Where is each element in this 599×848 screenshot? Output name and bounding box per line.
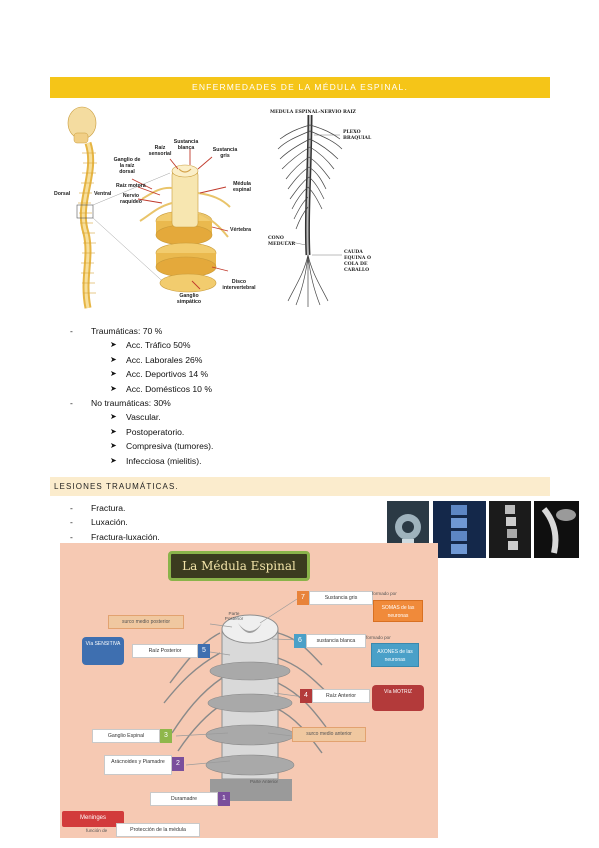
sustancia-blanca-box: sustancia blanca <box>306 634 366 648</box>
arrow-bullet-icon: ➤ <box>110 383 117 393</box>
label-ganglio-raiz-dorsal: Ganglio de la raíz dorsal <box>113 157 141 175</box>
arrow-bullet-icon: ➤ <box>110 412 117 422</box>
somas-box: SOMAS de las neuronas <box>373 600 423 622</box>
arrow-bullet-icon: ➤ <box>110 441 117 451</box>
label-cono-medular: CONO MEDULAR <box>268 236 296 247</box>
list-item: ➤ Vascular. <box>70 410 370 424</box>
number-badge-2: 2 <box>172 757 184 771</box>
list-item: - Luxación. <box>70 515 270 529</box>
list-item: - Fractura. <box>70 501 270 515</box>
proteccion-box: Protección de la médula <box>116 823 200 837</box>
lesiones-list: - Fractura. - Luxación. - Fractura-luxac… <box>70 501 270 544</box>
surco-medio-posterior-box: surco medio posterior <box>108 615 184 629</box>
list-item: - Fractura-luxación. <box>70 530 270 544</box>
spinal-nerves-illustration <box>277 114 343 307</box>
number-badge-1: 1 <box>218 792 230 806</box>
section-banner-enfermedades: ENFERMEDADES DE LA MÉDULA ESPINAL. <box>50 77 550 98</box>
list-item-domesticos: Acc. Domésticos 10 % <box>126 383 212 394</box>
list-item: - No traumáticas: 30% <box>70 396 370 410</box>
list-item-deportivos: Acc. Deportivos 14 % <box>126 369 209 380</box>
ganglio-espinal-box: Ganglio Espinal <box>92 729 160 743</box>
list-item-fractura: Fractura. <box>91 503 126 513</box>
label-medula-nervio-raiz: MEDULA ESPINAL-NERVIO RAIZ <box>270 110 356 115</box>
label-vertebra: Vértebra <box>230 227 252 233</box>
label-dorsal: Dorsal <box>54 191 71 197</box>
label-nervio-raquideo: Nervio raquídeo <box>120 193 142 205</box>
number-badge-6: 6 <box>294 634 306 648</box>
list-item: ➤ Acc. Deportivos 14 % <box>70 367 370 381</box>
number-badge-7: 7 <box>297 591 309 605</box>
duramadre-box: Duramadre <box>150 792 218 806</box>
arrow-bullet-icon: ➤ <box>110 369 117 379</box>
label-parte-posterior: Parte Posterior <box>224 611 244 621</box>
list-item-infecciosa: Infecciosa (mielitis). <box>126 455 202 466</box>
label-raiz-sensorial: Raíz sensorial <box>148 145 172 157</box>
sustancia-gris-box: Sustancia gris <box>309 591 373 605</box>
spinal-anatomy-illustration <box>67 106 231 309</box>
list-item: - Traumáticas: 70 % <box>70 324 370 338</box>
label-medula-espinal: Médula espinal <box>233 181 251 193</box>
list-item-traumaticas: Traumáticas: 70 % <box>91 326 163 336</box>
label-sustancia-blanca: Sustancia blanca <box>173 139 199 151</box>
label-cauda-equina: CAUDA EQUINA O COLA DE CABALLO <box>344 250 372 273</box>
xray-image-3 <box>489 501 531 558</box>
label-parte-anterior: Parte Anterior <box>249 779 279 784</box>
causes-list: - Traumáticas: 70 % ➤ Acc. Tráfico 50% ➤… <box>70 324 370 468</box>
list-item-trafico: Acc. Tráfico 50% <box>126 340 191 351</box>
arrow-bullet-icon: ➤ <box>110 340 117 350</box>
aracnoides-box: Arácnoides y Piamadre <box>104 755 172 775</box>
number-badge-5: 5 <box>198 644 210 658</box>
spinal-cord-anatomy-figure: Sustancia blanca Raíz sensorial Sustanci… <box>52 103 264 313</box>
list-item: ➤ Compresiva (tumores). <box>70 439 370 453</box>
label-formado-por-1: formado por <box>372 591 397 596</box>
list-item: ➤ Acc. Domésticos 10 % <box>70 382 370 396</box>
xray-image-4 <box>534 501 579 558</box>
list-item-postoperatorio: Postoperatorio. <box>126 426 185 437</box>
list-item-fractura-luxacion: Fractura-luxación. <box>91 531 160 542</box>
list-item: ➤ Postoperatorio. <box>70 425 370 439</box>
via-motriz-box: Vía MOTRIZ <box>372 685 424 711</box>
axones-box: AXONES de las neuronas <box>371 643 419 667</box>
label-ganglio-simpatico: Ganglio simpático <box>176 293 202 305</box>
infographic-medula-espinal: La Médula Espinal <box>60 543 438 838</box>
section-banner-lesiones: LESIONES TRAUMÁTICAS. <box>50 477 550 496</box>
raiz-posterior-box: Raíz Posterior <box>132 644 198 658</box>
arrow-bullet-icon: ➤ <box>110 455 117 465</box>
list-item: ➤ Acc. Tráfico 50% <box>70 338 370 352</box>
label-funcion-de: función de <box>86 828 108 833</box>
list-item-laborales: Acc. Laborales 26% <box>126 354 203 365</box>
number-badge-3: 3 <box>160 729 172 743</box>
arrow-bullet-icon: ➤ <box>110 426 117 436</box>
cord-cross-section-illustration <box>163 598 331 801</box>
list-item-vascular: Vascular. <box>126 412 161 423</box>
list-item-luxacion: Luxación. <box>91 517 128 528</box>
label-formado-por-2: formado por <box>366 635 391 640</box>
infographic-title: La Médula Espinal <box>168 551 310 581</box>
label-plexo-braquial: PLEXO BRAQUIAL <box>343 130 372 141</box>
surco-medio-anterior-box: surco medio anterior <box>292 727 366 742</box>
list-item: ➤ Acc. Laborales 26% <box>70 353 370 367</box>
list-item-no-traumaticas: No traumáticas: 30% <box>91 397 171 408</box>
list-item: ➤ Infecciosa (mielitis). <box>70 454 370 468</box>
xray-image-2 <box>433 501 486 558</box>
label-ventral: Ventral <box>94 191 112 197</box>
number-badge-4: 4 <box>300 689 312 703</box>
meninges-box: Meninges <box>62 811 124 827</box>
list-item-compresiva: Compresiva (tumores). <box>126 441 214 452</box>
raiz-anterior-box: Raíz Anterior <box>312 689 370 703</box>
label-sustancia-gris: Sustancia gris <box>212 147 238 159</box>
arrow-bullet-icon: ➤ <box>110 354 117 364</box>
label-raiz-motora: Raíz motora <box>116 183 146 189</box>
label-disco-intervertebral: Disco intervertebral <box>222 279 256 291</box>
spinal-nerves-figure <box>266 105 350 310</box>
via-sensitiva-box: Vía SENSITIVA <box>82 637 124 665</box>
